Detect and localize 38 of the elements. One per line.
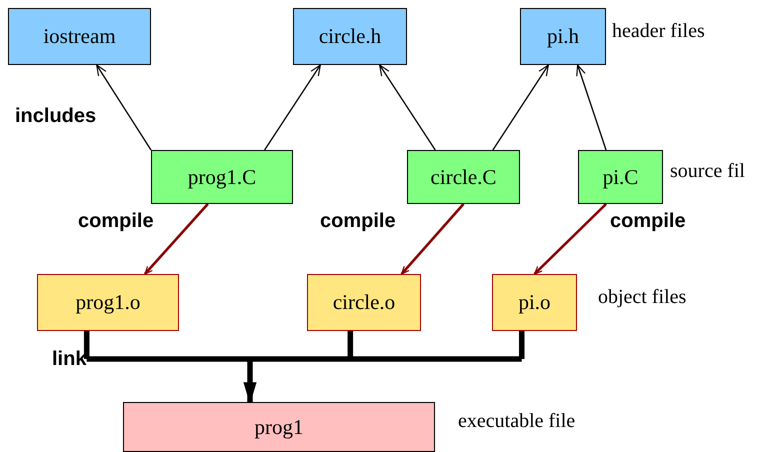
file-name: iostream bbox=[43, 24, 116, 49]
link-connector bbox=[84, 328, 524, 405]
object-file-box bbox=[37, 274, 179, 331]
category-label: executable file bbox=[458, 410, 576, 433]
arrow bbox=[264, 64, 321, 150]
category-label: object files bbox=[598, 286, 686, 309]
arrow bbox=[144, 203, 209, 275]
object-file-box bbox=[492, 274, 577, 331]
file-name: prog1.o bbox=[76, 290, 140, 315]
source-file-box bbox=[407, 150, 520, 204]
arrow bbox=[96, 64, 152, 150]
file-name: pi.C bbox=[602, 164, 638, 190]
edge-label: compile bbox=[610, 210, 686, 233]
object-file-box bbox=[307, 274, 421, 331]
category-label: source fil bbox=[670, 160, 745, 183]
file-name: circle.h bbox=[318, 24, 382, 49]
category-label: header files bbox=[612, 20, 705, 43]
executable-file-box bbox=[123, 402, 435, 452]
step-label: link bbox=[52, 348, 86, 371]
edge-label: compile bbox=[78, 210, 154, 233]
file-name: circle.o bbox=[332, 290, 396, 315]
header-file-box bbox=[293, 8, 407, 65]
arrow bbox=[534, 203, 607, 275]
file-name: prog1.C bbox=[188, 164, 256, 190]
arrow bbox=[492, 64, 549, 150]
arrow bbox=[400, 203, 464, 275]
step-label: includes bbox=[15, 105, 96, 128]
file-name: circle.C bbox=[430, 164, 496, 190]
header-file-box bbox=[8, 8, 151, 65]
header-file-box bbox=[520, 8, 606, 65]
arrow bbox=[576, 64, 607, 150]
arrow bbox=[379, 64, 436, 150]
file-name: pi.h bbox=[546, 24, 580, 49]
source-file-box bbox=[151, 150, 293, 204]
file-name: prog1 bbox=[254, 414, 304, 440]
edge-label: compile bbox=[320, 210, 396, 233]
file-name: pi.o bbox=[518, 290, 551, 315]
source-file-box bbox=[578, 150, 663, 204]
